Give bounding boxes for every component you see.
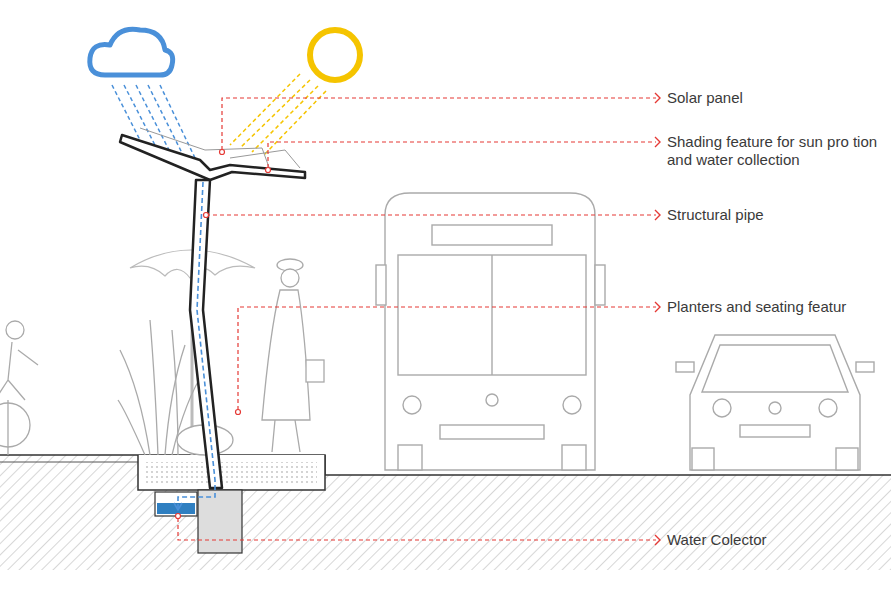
cloud [90,29,173,75]
leader-heads [655,93,660,545]
callout-label: Shading feature for sun pro tion and wat… [667,133,882,169]
water-arrow [174,503,182,510]
pole-foundation [198,490,242,553]
water-collector [155,492,197,516]
road-hatch [325,475,891,490]
sun-rays [230,74,326,155]
water-path [178,182,215,508]
collected-water [157,503,195,514]
callout-label: Solar panel [667,89,882,107]
ground-hatch [0,490,891,570]
planter-soil [145,462,317,486]
car [676,335,874,470]
cyclist [0,321,38,455]
structural-pipe [190,180,222,488]
callout-label: Water Colector [667,531,882,549]
callout-label: Structural pipe [667,206,882,224]
planter-box [138,455,325,490]
callout-label: Planters and seating featur [667,298,882,316]
pavement-line [0,462,140,463]
solar-panel [140,128,270,170]
sun [310,30,360,80]
canopy-fold [230,150,300,168]
sidewalk-hatch [0,455,140,490]
leader-lines [178,98,656,540]
leader-dots [176,150,271,519]
pedestrian [262,259,324,452]
bus [376,193,605,470]
